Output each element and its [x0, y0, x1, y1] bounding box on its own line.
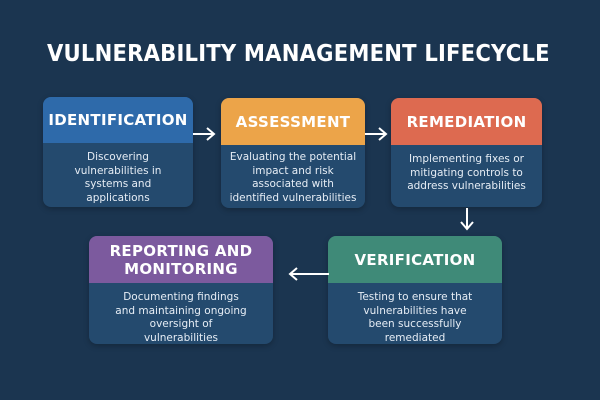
diagram-title: VULNERABILITY MANAGEMENT LIFECYCLE: [47, 41, 550, 67]
stage-identification: IDENTIFICATION Discovering vulnerabiliti…: [43, 97, 193, 207]
arrow-right-icon: [365, 127, 388, 141]
stage-title: REMEDIATION: [406, 112, 527, 131]
stage-verification: VERIFICATION Testing to ensure that vuln…: [328, 236, 502, 344]
arrow-left-icon: [288, 267, 329, 281]
arrow-right-icon: [193, 127, 216, 141]
arrow-down-icon: [460, 208, 474, 231]
stage-header: IDENTIFICATION: [43, 97, 193, 143]
stage-title: ASSESSMENT: [235, 112, 351, 131]
stage-title: REPORTING AND MONITORING: [109, 241, 253, 278]
stage-description: Testing to ensure that vulnerabilities h…: [357, 291, 473, 344]
stage-remediation: REMEDIATION Implementing fixes or mitiga…: [391, 98, 542, 207]
stage-description: Implementing fixes or mitigating control…: [407, 153, 526, 192]
stage-header: REPORTING AND MONITORING: [89, 236, 273, 283]
stage-description: Discovering vulnerabilities in systems a…: [74, 151, 162, 204]
stage-title: VERIFICATION: [354, 250, 476, 269]
stage-header: VERIFICATION: [328, 236, 502, 283]
stage-reporting-and-monitoring: REPORTING AND MONITORING Documenting fin…: [89, 236, 273, 344]
stage-title: IDENTIFICATION: [48, 111, 188, 129]
stage-description: Evaluating the potential impact and risk…: [229, 151, 357, 204]
stage-header: REMEDIATION: [391, 98, 542, 145]
stage-assessment: ASSESSMENT Evaluating the potential impa…: [221, 98, 365, 208]
stage-description: Documenting findings and maintaining ong…: [115, 291, 247, 344]
stage-header: ASSESSMENT: [221, 98, 365, 145]
